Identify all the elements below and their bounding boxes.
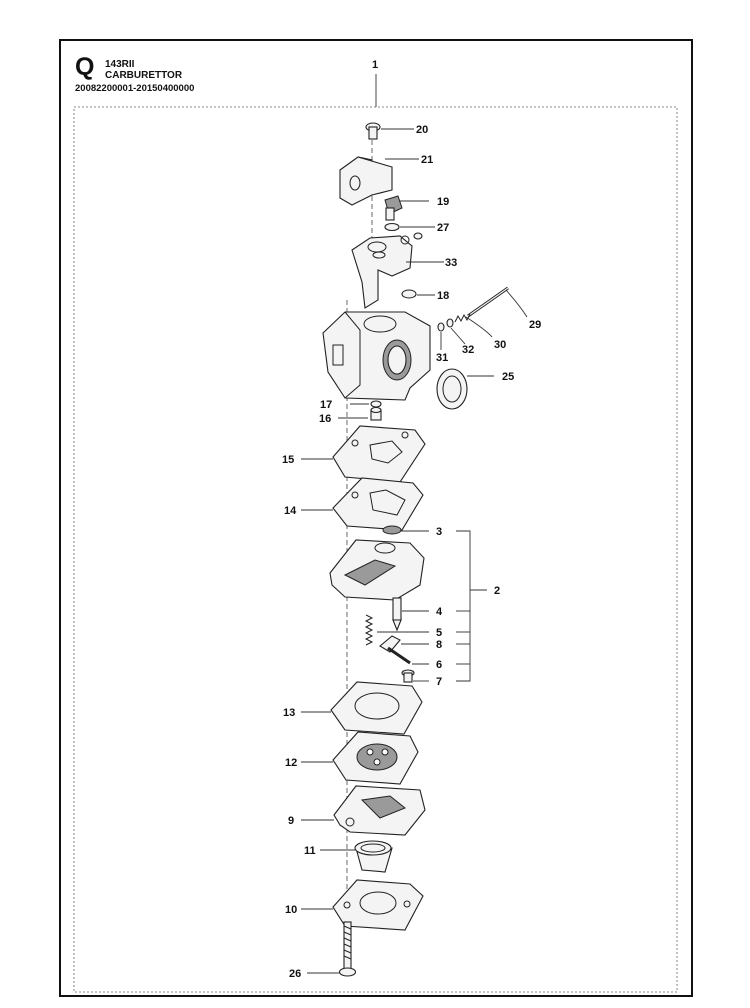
part-8-lever[interactable] xyxy=(379,635,401,653)
callout-13: 13 xyxy=(283,707,295,719)
callout-12: 12 xyxy=(285,757,297,769)
part-20-screw[interactable] xyxy=(365,122,381,140)
part-12-diaphragm[interactable] xyxy=(332,731,419,785)
leader-32 xyxy=(450,327,466,345)
part-19-block[interactable] xyxy=(384,195,403,221)
callout-14: 14 xyxy=(284,505,297,517)
part-21-bracket[interactable] xyxy=(339,156,393,206)
callout-9: 9 xyxy=(288,815,294,827)
kit-2-bracket xyxy=(456,530,471,682)
callout-11: 11 xyxy=(304,845,316,857)
callout-27: 27 xyxy=(437,222,449,234)
callout-5: 5 xyxy=(436,627,442,639)
assembly-title: CARBURETTOR xyxy=(105,70,183,81)
callout-1: 1 xyxy=(372,59,378,71)
callout-25: 25 xyxy=(502,371,514,383)
callout-20: 20 xyxy=(416,124,428,136)
part-15-gasket[interactable] xyxy=(332,425,426,483)
callout-8: 8 xyxy=(436,639,442,651)
part-17-o-ring[interactable] xyxy=(370,400,382,408)
callout-26: 26 xyxy=(289,968,301,980)
part-3-screen[interactable] xyxy=(382,525,402,535)
part-14-gasket[interactable] xyxy=(332,477,424,531)
callout-2: 2 xyxy=(494,585,500,597)
part-25-gasket[interactable] xyxy=(436,368,468,410)
part-4-inlet-needle[interactable] xyxy=(392,597,402,632)
leader-30 xyxy=(465,316,493,338)
callout-16: 16 xyxy=(319,413,331,425)
callout-7: 7 xyxy=(436,676,442,688)
diagram-frame xyxy=(59,39,693,997)
carburettor-body[interactable] xyxy=(322,311,431,401)
callout-31: 31 xyxy=(436,352,448,364)
part-29-needle[interactable] xyxy=(467,286,509,318)
callout-15: 15 xyxy=(282,454,294,466)
callout-4: 4 xyxy=(436,606,443,618)
part-5-spring[interactable] xyxy=(364,614,374,646)
callout-19: 19 xyxy=(437,196,449,208)
part-27-washer[interactable] xyxy=(384,222,400,232)
callout-6: 6 xyxy=(436,659,442,671)
callout-17: 17 xyxy=(320,399,332,411)
callout-33: 33 xyxy=(445,257,457,269)
section-letter: Q xyxy=(75,53,95,81)
callout-18: 18 xyxy=(437,290,449,302)
part-16-plug[interactable] xyxy=(370,406,382,421)
serial-range: 20082200001-20150400000 xyxy=(75,83,195,94)
callout-29: 29 xyxy=(529,319,541,331)
part-26-screw[interactable] xyxy=(338,921,357,977)
part-30-spring[interactable] xyxy=(454,313,471,323)
part-33-throttle-housing[interactable] xyxy=(351,232,423,309)
part-13-gasket[interactable] xyxy=(330,681,423,735)
model-name: 143RII xyxy=(105,59,135,70)
callout-32: 32 xyxy=(462,344,474,356)
callout-30: 30 xyxy=(494,339,506,351)
assembly-boundary xyxy=(73,106,678,993)
part-7-screw[interactable] xyxy=(401,669,415,683)
callout-21: 21 xyxy=(421,154,433,166)
leader-29 xyxy=(505,289,528,318)
part-6-pin[interactable] xyxy=(387,646,411,665)
callout-3: 3 xyxy=(436,526,442,538)
part-32-o-ring[interactable] xyxy=(446,318,454,328)
pump-body[interactable] xyxy=(329,539,425,601)
callout-10: 10 xyxy=(285,904,297,916)
part-11-primer-cup[interactable] xyxy=(354,840,393,873)
part-18-ring[interactable] xyxy=(401,289,417,299)
part-9-pump-cover[interactable] xyxy=(333,785,426,836)
part-31-washer[interactable] xyxy=(437,322,445,332)
